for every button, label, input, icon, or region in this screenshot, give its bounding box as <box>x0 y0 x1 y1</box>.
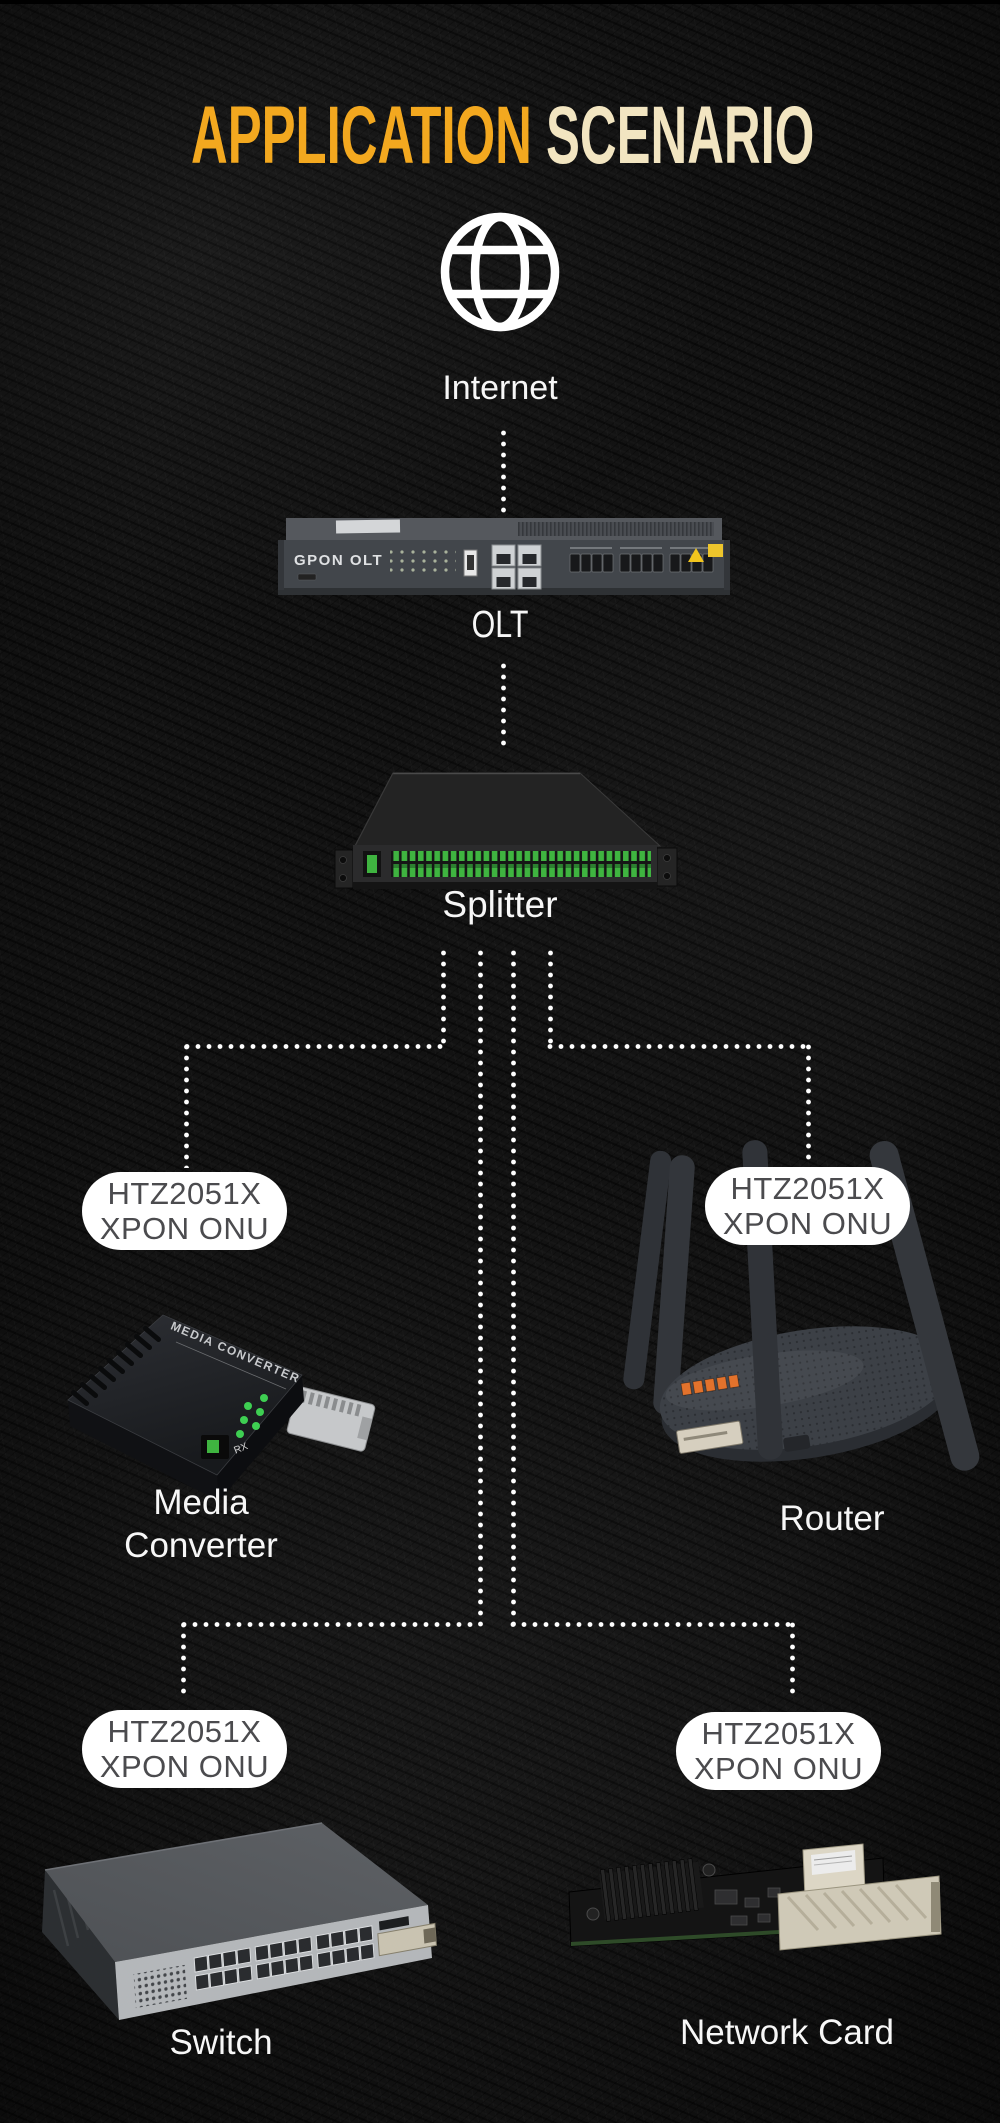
splitter-ear-left <box>334 849 354 889</box>
internet-label: Internet <box>442 369 558 407</box>
media-converter-label-line1: Media <box>153 1483 249 1522</box>
page-title: APPLICATION SCENARIO <box>0 95 1000 177</box>
switch-device <box>28 1786 443 2038</box>
connector-splitter-drop-2 <box>478 950 483 1627</box>
onu-tag-model: HTZ2051X <box>107 1176 262 1211</box>
warning-triangle-icon <box>688 548 704 562</box>
connector-to-router-h <box>547 1044 811 1049</box>
page-title-rest: SCENARIO <box>545 90 815 181</box>
splitter-ear-right <box>656 847 678 887</box>
network-card-label: Network Card <box>680 2013 894 2052</box>
olt-panel-text: GPON OLT <box>294 552 383 569</box>
connector-internet-olt <box>501 430 506 514</box>
olt-device: GPON OLT <box>278 512 730 600</box>
connector-splitter-drop-4 <box>548 950 553 1047</box>
splitter-device-image <box>334 772 678 889</box>
switch-side-face <box>42 1870 119 2020</box>
olt-yellow-sticker <box>708 544 723 557</box>
onu-tag-type: XPON ONU <box>693 1751 864 1786</box>
status-leds <box>236 1394 268 1438</box>
olt-label: OLT <box>471 604 529 646</box>
pcb-chips <box>714 1887 781 1926</box>
connector-olt-splitter <box>501 663 506 747</box>
globe-icon <box>440 212 560 332</box>
media-converter-device: MEDIA CONVERTER RX <box>48 1290 393 1501</box>
onu-tag-type: XPON ONU <box>722 1206 893 1241</box>
splitter-device <box>334 768 680 933</box>
olt-sfp-ports <box>569 547 714 573</box>
router-body <box>659 1326 955 1462</box>
connector-to-router-v <box>806 1044 811 1164</box>
network-card-device-image <box>568 1843 942 1951</box>
onu-tag-media-converter: HTZ2051X XPON ONU <box>82 1172 287 1250</box>
onu-tag-switch: HTZ2051X XPON ONU <box>82 1710 287 1788</box>
connector-splitter-drop-3 <box>511 950 516 1627</box>
router-label: Router <box>779 1499 885 1538</box>
onu-tag-network-card: HTZ2051X XPON ONU <box>676 1712 881 1790</box>
onu-tag-model: HTZ2051X <box>107 1714 262 1749</box>
splitter-output-ports <box>391 851 651 877</box>
connector-to-media-converter-h <box>184 1044 443 1049</box>
connector-to-network-card-v <box>790 1622 795 1694</box>
onu-tag-model: HTZ2051X <box>730 1171 885 1206</box>
olt-device-image: GPON OLT <box>278 518 730 595</box>
onu-tag-router: HTZ2051X XPON ONU <box>705 1167 910 1245</box>
router-sfp-module <box>676 1420 744 1454</box>
sfp-cage <box>777 1843 942 1951</box>
router-antennas-back <box>623 1150 695 1415</box>
connector-to-media-converter-v <box>184 1044 189 1168</box>
media-converter-device-image: MEDIA CONVERTER RX <box>67 1314 376 1501</box>
media-converter-port-label: RX <box>233 1441 250 1457</box>
connector-to-network-card-h <box>510 1622 795 1627</box>
switch-label: Switch <box>169 2023 273 2062</box>
switch-device-image <box>42 1822 437 2020</box>
onu-tag-model: HTZ2051X <box>701 1716 856 1751</box>
onu-tag-type: XPON ONU <box>99 1749 270 1784</box>
connector-to-switch-h <box>181 1622 479 1627</box>
switch-top-face <box>45 1823 428 1962</box>
switch-ports <box>133 1916 437 2009</box>
connector-splitter-drop-1 <box>441 950 446 1047</box>
page-title-highlight: APPLICATION <box>191 90 532 181</box>
splitter-label: Splitter <box>442 884 558 925</box>
internet-node <box>436 208 564 336</box>
network-card-device <box>563 1842 958 1957</box>
media-converter-label-line2: Converter <box>124 1526 278 1565</box>
router-lan-ports <box>680 1374 740 1396</box>
connector-to-switch-v <box>181 1622 186 1698</box>
onu-tag-type: XPON ONU <box>99 1211 270 1246</box>
heatsink <box>599 1858 704 1922</box>
